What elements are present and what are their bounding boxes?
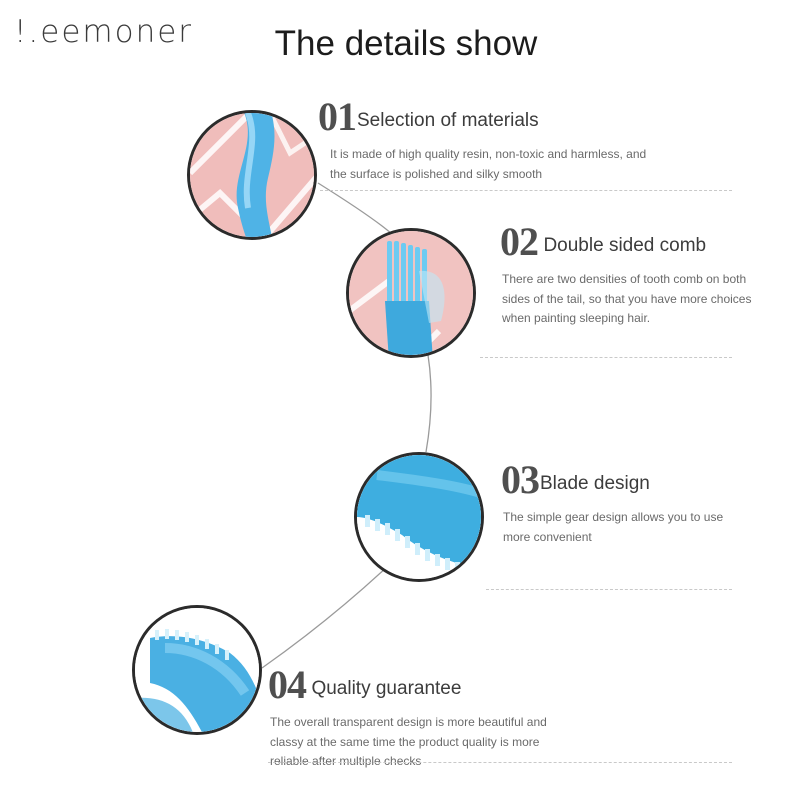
feature-image-comb	[346, 228, 476, 358]
feature-heading: 01Selection of materials	[318, 97, 738, 137]
feature-title: Double sided comb	[543, 235, 707, 256]
feature-image-materials	[187, 110, 317, 240]
feature-title: Quality guarantee	[311, 678, 462, 699]
divider	[480, 357, 732, 358]
feature-description: It is made of high quality resin, non-to…	[330, 147, 647, 181]
feature-image-transparent	[132, 605, 262, 735]
feature-number: 04	[268, 662, 307, 707]
feature-number: 03	[501, 457, 540, 502]
feature-heading: 03Blade design	[501, 460, 781, 500]
feature-image-blade	[354, 452, 484, 582]
feature-title: Selection of materials	[357, 110, 539, 131]
feature-number: 02	[500, 219, 539, 264]
feature-number: 01	[318, 94, 357, 139]
feature-heading: 04 Quality guarantee	[268, 665, 738, 705]
divider	[268, 762, 732, 763]
feature-quality: 04 Quality guarantee The overall transpa…	[268, 665, 738, 772]
feature-description: There are two densities of tooth comb on…	[502, 272, 752, 325]
feature-description: The simple gear design allows you to use…	[503, 510, 724, 544]
feature-materials: 01Selection of materials It is made of h…	[318, 97, 738, 184]
brand-logo: !.eemoner	[14, 14, 194, 50]
feature-comb: 02 Double sided comb There are two densi…	[500, 222, 780, 329]
feature-title: Blade design	[540, 473, 650, 494]
feature-heading: 02 Double sided comb	[500, 222, 780, 262]
feature-description: The overall transparent design is more b…	[270, 715, 547, 768]
divider	[486, 589, 732, 590]
divider	[320, 190, 732, 191]
feature-blade: 03Blade design The simple gear design al…	[501, 460, 781, 547]
page-title: The details show	[274, 24, 538, 63]
